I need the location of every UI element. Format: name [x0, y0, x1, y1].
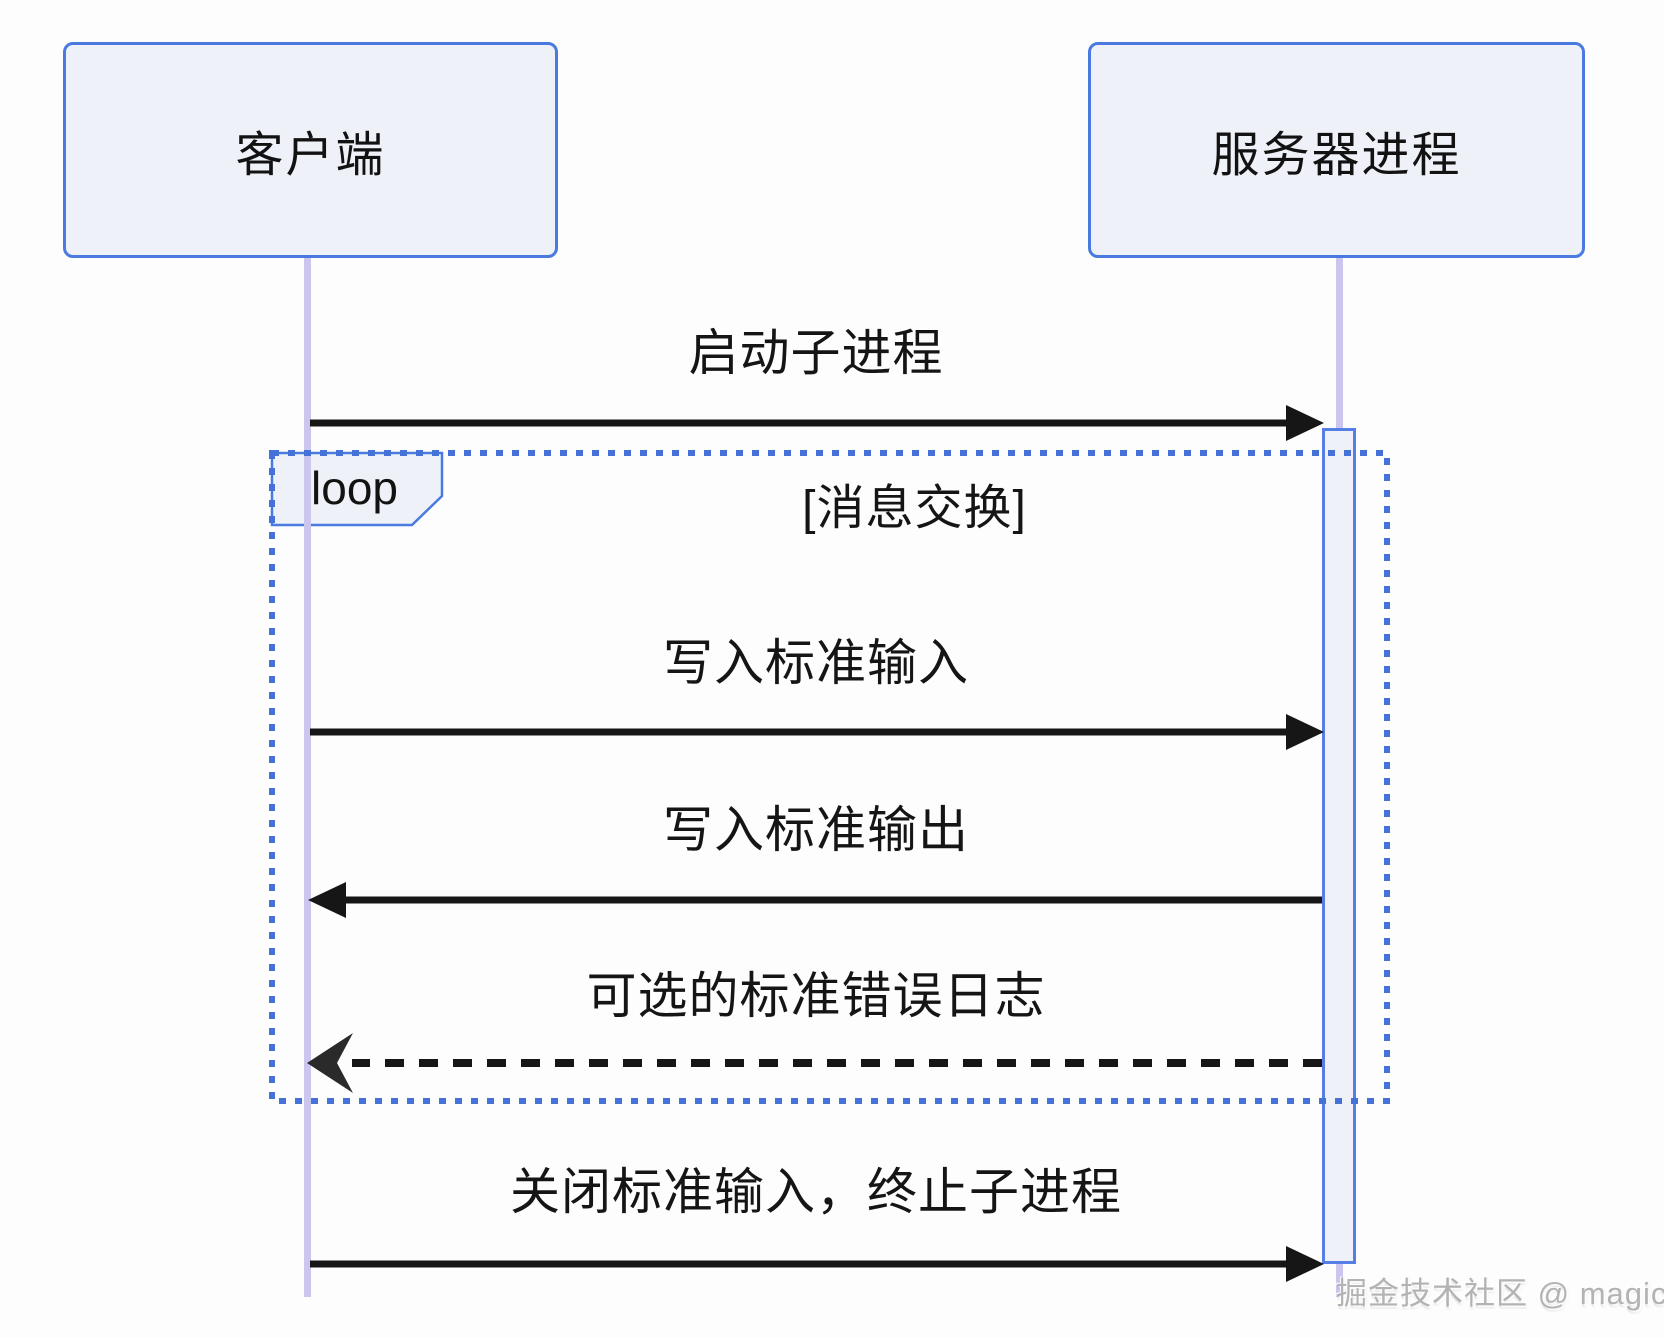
actor-server-box: 服务器进程: [1088, 42, 1585, 258]
actor-client-box: 客户端: [63, 42, 558, 258]
message-label-4: 可选的标准错误日志: [586, 968, 1046, 1024]
message-arrow-3: [308, 882, 1322, 918]
arrowhead-dart-4: [307, 1033, 353, 1093]
message-label-5: 关闭标准输入，终止子进程: [510, 1164, 1122, 1220]
lifeline-client: [304, 256, 311, 1297]
arrowhead-right-5: [1286, 1246, 1324, 1282]
message-label-1: 启动子进程: [688, 325, 944, 381]
watermark: 掘金技术社区 @ magicwt: [1336, 1276, 1664, 1311]
arrowhead-right-2: [1286, 714, 1324, 750]
actor-server-label: 服务器进程: [1211, 129, 1462, 182]
message-arrow-2: [310, 714, 1324, 750]
loop-keyword: loop: [311, 462, 398, 514]
arrowhead-right-1: [1286, 405, 1324, 441]
message-label-3: 写入标准输出: [663, 802, 969, 858]
message-arrow-4: [307, 1033, 1322, 1093]
loop-title: [消息交换]: [802, 482, 1027, 535]
message-arrow-1: [310, 405, 1324, 441]
message-arrow-5: [310, 1246, 1324, 1282]
activation-bar-server: [1322, 428, 1356, 1264]
actor-client-label: 客户端: [235, 129, 386, 182]
message-label-2: 写入标准输入: [663, 635, 969, 691]
arrowhead-left-3: [308, 882, 346, 918]
